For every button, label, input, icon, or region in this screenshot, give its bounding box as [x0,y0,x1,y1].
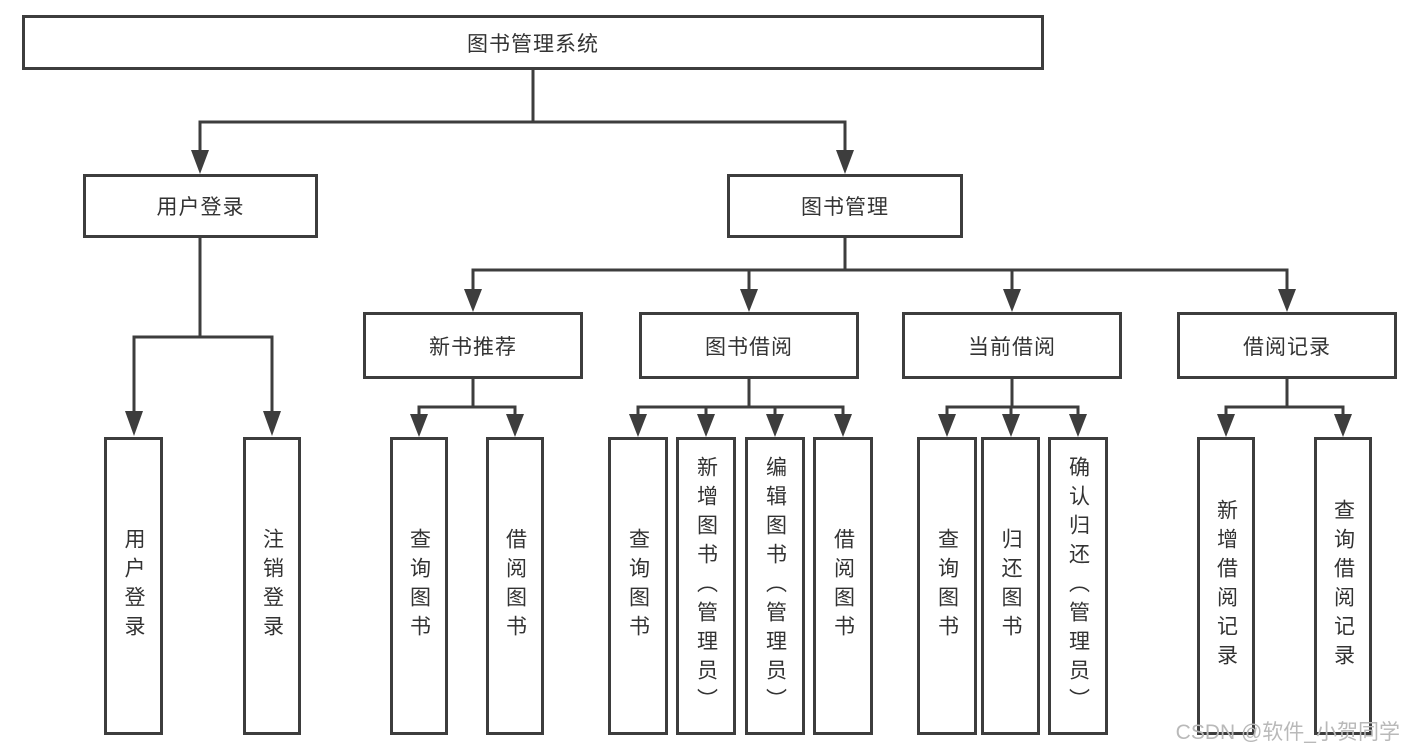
node-book-management: 图书管理 [727,174,963,238]
connector-borrow-records-children [1217,379,1352,437]
leaf-query-borrow-record: 查询借阅记录 [1314,437,1372,735]
node-label: 用户登录 [156,196,245,219]
node-current-borrow: 当前借阅 [902,312,1122,379]
node-book-borrow: 图书借阅 [639,312,859,379]
arrowhead-down-icon [629,414,852,437]
node-label: 新书推荐 [429,335,517,359]
node-label: 注销登录 [260,528,284,644]
node-user-login: 用户登录 [83,174,318,238]
leaf-borrow-books-recommend: 借阅图书 [486,437,544,735]
node-label: 查询图书 [935,528,959,644]
node-label: 图书管理系统 [467,32,599,56]
leaf-confirm-return-admin: 确认归还（管理员） [1048,437,1108,735]
node-label: 图书管理 [801,196,889,219]
leaf-edit-books-admin: 编辑图书（管理员） [745,437,805,735]
arrowhead-down-icon [1217,414,1352,437]
leaf-query-books-borrow: 查询图书 [608,437,668,735]
leaf-add-books-admin: 新增图书（管理员） [676,437,736,735]
leaf-query-books-recommend: 查询图书 [390,437,448,735]
node-label: 归还图书 [999,528,1022,644]
leaf-borrow-books: 借阅图书 [813,437,873,735]
node-borrow-records: 借阅记录 [1177,312,1397,379]
node-label: 用户登录 [122,528,145,644]
node-library-system: 图书管理系统 [22,15,1044,70]
leaf-return-books: 归还图书 [981,437,1040,735]
node-label: 借阅图书 [831,528,855,644]
connector-root-to-level2 [191,70,854,174]
node-new-book-recommend: 新书推荐 [363,312,583,379]
connector-current-borrow-children [938,379,1087,437]
node-label: 新增图书（管理员） [694,455,718,717]
connector-user-login-children [125,238,281,436]
leaf-query-books-current: 查询图书 [917,437,977,735]
connector-new-book-recommend-children [410,379,524,437]
arrowhead-down-icon [938,414,1087,437]
leaf-add-borrow-record: 新增借阅记录 [1197,437,1255,735]
leaf-user-login: 用户登录 [104,437,163,735]
leaf-logout: 注销登录 [243,437,301,735]
node-label: 查询图书 [626,528,650,644]
arrowhead-down-icon [464,289,1296,312]
arrowhead-down-icon [410,414,524,437]
node-label: 确认归还（管理员） [1066,455,1090,717]
node-label: 借阅记录 [1243,335,1331,359]
arrowhead-down-icon [191,150,854,174]
csdn-watermark: CSDN @软件_小贺同学 [1175,721,1400,744]
node-label: 查询借阅记录 [1331,499,1355,673]
connector-book-management-children [464,238,1296,312]
node-label: 新增借阅记录 [1214,499,1238,673]
node-label: 查询图书 [407,528,431,644]
connector-book-borrow-children [629,379,852,437]
node-label: 借阅图书 [503,528,527,644]
node-label: 当前借阅 [968,335,1056,359]
node-label: 编辑图书（管理员） [763,455,787,717]
arrowhead-down-icon [125,411,281,436]
node-label: 图书借阅 [705,335,793,359]
